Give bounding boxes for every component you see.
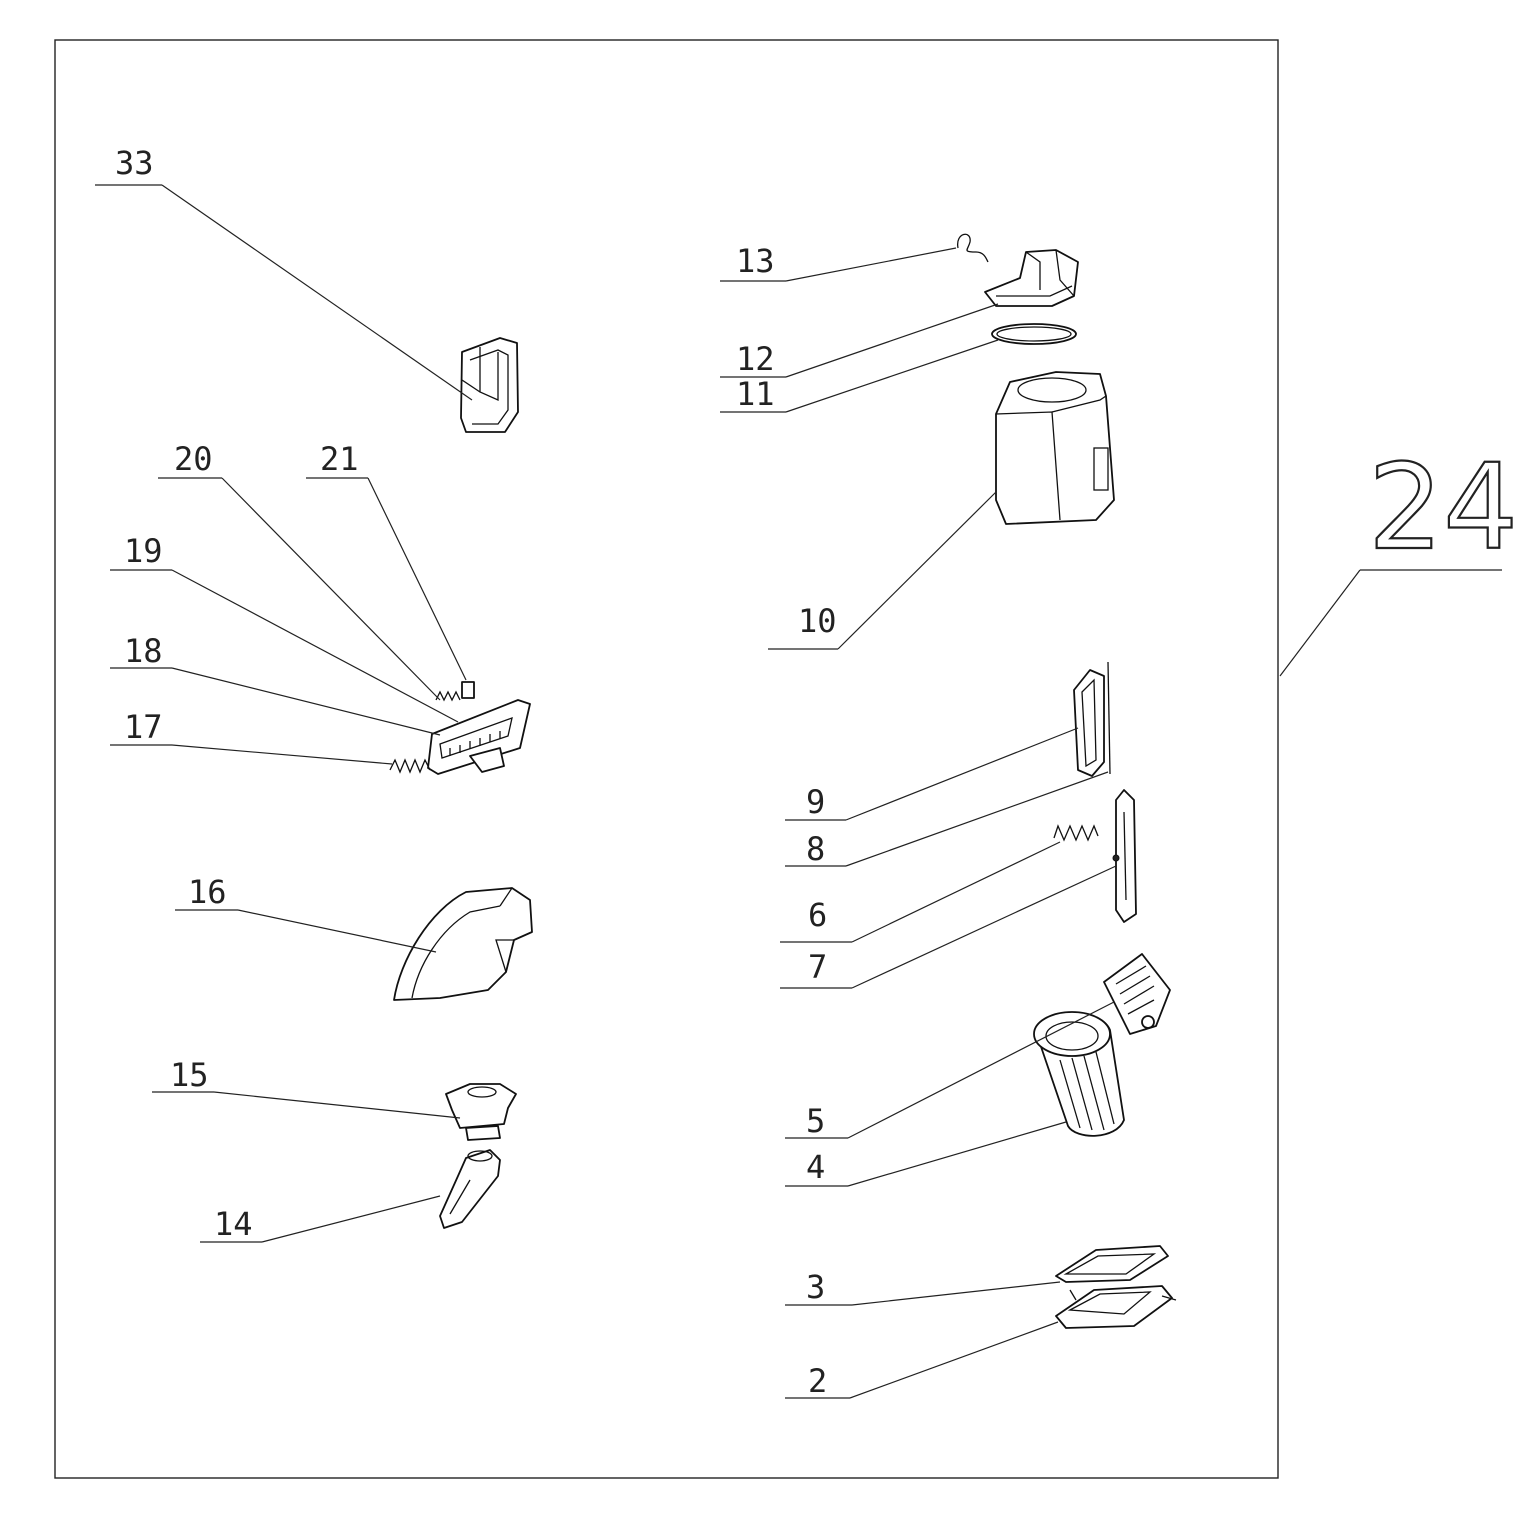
callout-8: 8 <box>806 830 825 868</box>
callout-12: 12 <box>736 340 775 378</box>
callout-13: 13 <box>736 242 775 280</box>
leader-14 <box>261 1195 441 1243</box>
part-8 <box>1107 661 1111 775</box>
part-15 <box>445 1083 517 1141</box>
part-7 <box>1112 789 1137 923</box>
part-17 <box>389 758 431 774</box>
leader-3 <box>851 1281 1061 1306</box>
leader-11 <box>785 339 999 413</box>
leader-15 <box>213 1091 461 1119</box>
callout-7: 7 <box>808 948 827 986</box>
part-18 <box>427 699 531 775</box>
callout-14: 14 <box>214 1205 253 1243</box>
leader-33 <box>161 184 473 401</box>
callout-24: 24 <box>1368 438 1518 576</box>
leader-18 <box>171 667 441 736</box>
part-10 <box>995 371 1115 525</box>
part-5 <box>1103 953 1171 1035</box>
leader-5 <box>847 1001 1115 1139</box>
leader-20 <box>221 477 441 701</box>
part-21 <box>461 681 475 699</box>
part-6 <box>1053 824 1099 842</box>
leader-9 <box>845 727 1079 821</box>
part-33 <box>460 337 519 433</box>
leader-17 <box>171 744 393 765</box>
leader-21 <box>367 477 467 681</box>
part-9 <box>1073 669 1105 777</box>
leader-19 <box>171 569 459 723</box>
callout-10: 10 <box>798 602 837 640</box>
part-16 <box>393 887 533 1001</box>
part-20 <box>435 690 461 702</box>
callout-16: 16 <box>188 873 227 911</box>
callout-11: 11 <box>736 375 775 413</box>
callout-4: 4 <box>806 1148 825 1186</box>
leader-24 <box>1279 569 1361 677</box>
part-13 <box>957 233 989 263</box>
callout-2: 2 <box>808 1362 827 1400</box>
leader-10 <box>837 491 997 650</box>
callout-21: 21 <box>320 440 359 478</box>
leader-12 <box>785 303 999 378</box>
leader-8 <box>845 771 1109 867</box>
callout-20: 20 <box>174 440 213 478</box>
callout-5: 5 <box>806 1102 825 1140</box>
callout-17: 17 <box>124 708 163 746</box>
part-14 <box>439 1149 501 1229</box>
part-12 <box>984 249 1079 307</box>
leader-7 <box>851 865 1117 989</box>
callout-9: 9 <box>806 783 825 821</box>
leader-6 <box>851 841 1061 943</box>
callout-19: 19 <box>124 532 163 570</box>
leader-13 <box>785 247 957 282</box>
callout-33: 33 <box>115 144 154 182</box>
leader-4 <box>847 1121 1067 1187</box>
part-3 <box>1055 1245 1169 1283</box>
callout-18: 18 <box>124 632 163 670</box>
callout-6: 6 <box>808 896 827 934</box>
callout-15: 15 <box>170 1056 209 1094</box>
callout-3: 3 <box>806 1268 825 1306</box>
part-4 <box>1033 1011 1125 1137</box>
part-11 <box>991 323 1077 345</box>
leader-2 <box>849 1321 1059 1399</box>
leader-16 <box>237 909 437 953</box>
part-2 <box>1055 1285 1177 1329</box>
drawing-frame <box>54 39 1279 1479</box>
